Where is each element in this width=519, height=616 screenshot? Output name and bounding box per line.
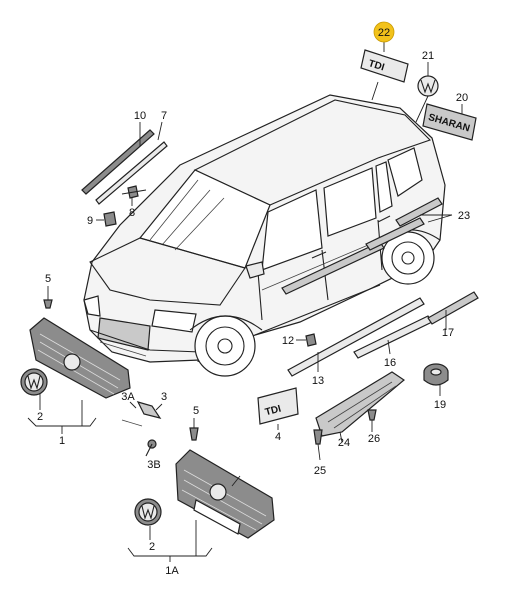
roof-clip-8 [121, 185, 147, 206]
label-25: 25 [314, 465, 326, 477]
label-20: 20 [456, 92, 468, 104]
label-12: 12 [282, 335, 294, 347]
vw-emblem-2b [134, 498, 162, 540]
label-3: 3 [161, 391, 167, 403]
clip-26 [367, 409, 377, 432]
label-10: 10 [134, 110, 146, 122]
bracket-3-3A [121, 401, 163, 427]
bracket-1 [27, 400, 97, 434]
label-4: 4 [275, 431, 281, 443]
label-24: 24 [338, 437, 350, 449]
badge-22-group: TDI [360, 40, 409, 101]
roof-rails [81, 121, 168, 205]
screw-3B [145, 439, 157, 457]
label-8: 8 [129, 207, 135, 219]
label-2a: 2 [37, 411, 43, 423]
label-26: 26 [368, 433, 380, 445]
vw-emblem-2a [20, 368, 48, 410]
trim-24 [315, 371, 405, 443]
front-grille-1 [29, 286, 131, 399]
sill-strip-16 [353, 315, 433, 359]
callout-22: 22 [373, 21, 395, 43]
leader-23b [427, 214, 453, 223]
vw-emblem-21 [415, 62, 439, 123]
label-13: 13 [312, 375, 324, 387]
label-9: 9 [87, 215, 93, 227]
label-17: 17 [442, 327, 454, 339]
sill-strip-13 [287, 297, 425, 377]
label-3A: 3A [121, 391, 135, 403]
model-plate-4: TDI [257, 387, 299, 430]
car-body [83, 94, 446, 377]
adhesive-tape-19 [423, 363, 449, 396]
label-5b: 5 [193, 405, 199, 417]
sharan-badge-20: SHARAN [422, 103, 477, 141]
bracket-1A [127, 520, 213, 562]
label-2b: 2 [149, 541, 155, 553]
label-22: 22 [378, 27, 390, 39]
rear-badge-text: TDI [367, 58, 386, 73]
roof-clip-9 [96, 211, 117, 227]
clip-25 [313, 429, 323, 461]
clip-5a [43, 299, 53, 309]
clip-5b [189, 418, 199, 441]
label-1: 1 [59, 435, 65, 447]
label-21: 21 [422, 50, 434, 62]
label-3B: 3B [147, 459, 160, 471]
label-19: 19 [434, 399, 446, 411]
sill-strip-17 [427, 291, 479, 330]
model-plate-text: TDI [264, 403, 283, 418]
screw-12 [296, 333, 317, 347]
label-16: 16 [384, 357, 396, 369]
label-7: 7 [161, 110, 167, 122]
label-1A: 1A [165, 565, 179, 577]
label-5a: 5 [45, 273, 51, 285]
label-23: 23 [458, 210, 470, 222]
front-grille-1A [175, 449, 275, 539]
